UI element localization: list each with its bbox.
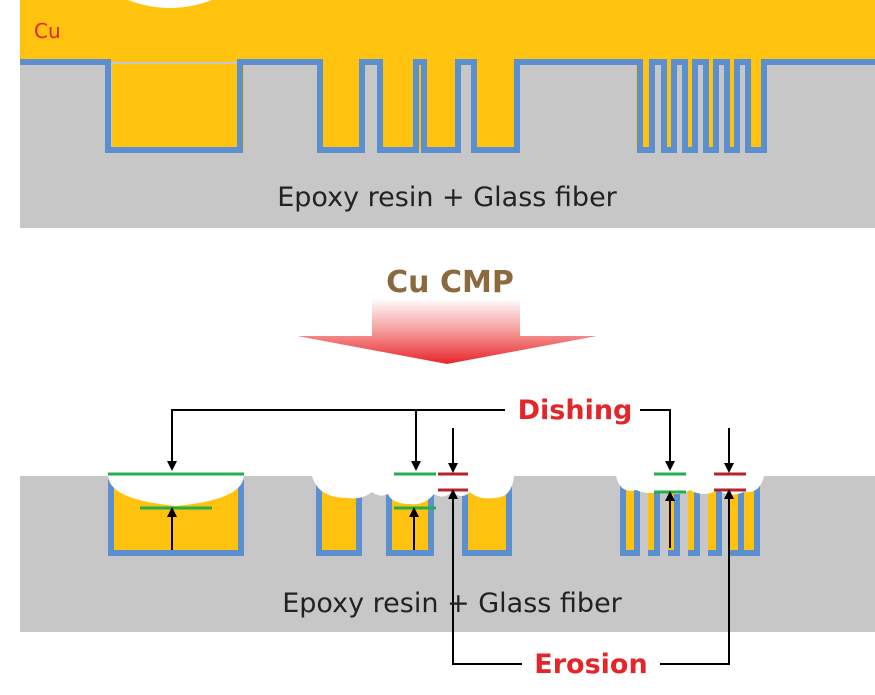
top-void-shape bbox=[128, 0, 212, 8]
cu-label: Cu bbox=[34, 19, 61, 43]
top-barrier-line bbox=[20, 59, 875, 153]
bottom-substrate-label: Epoxy resin + Glass fiber bbox=[282, 588, 622, 619]
process-arrow bbox=[297, 298, 597, 364]
erosion-leaders bbox=[448, 428, 734, 665]
bottom-diagram: Epoxy resin + Glass fiber Dishing Erosio… bbox=[20, 395, 875, 680]
dishing-leaders bbox=[167, 409, 675, 550]
process-step: Cu CMP bbox=[297, 265, 597, 364]
middle-erosion-profile bbox=[312, 476, 514, 505]
top-substrate-label: Epoxy resin + Glass fiber bbox=[277, 182, 617, 213]
dishing-label: Dishing bbox=[518, 395, 633, 426]
process-label: Cu CMP bbox=[386, 265, 514, 300]
erosion-label: Erosion bbox=[534, 649, 647, 680]
wide-trench-dish bbox=[108, 476, 244, 506]
top-diagram: Cu Epoxy resin + Glass fiber bbox=[20, 0, 875, 228]
